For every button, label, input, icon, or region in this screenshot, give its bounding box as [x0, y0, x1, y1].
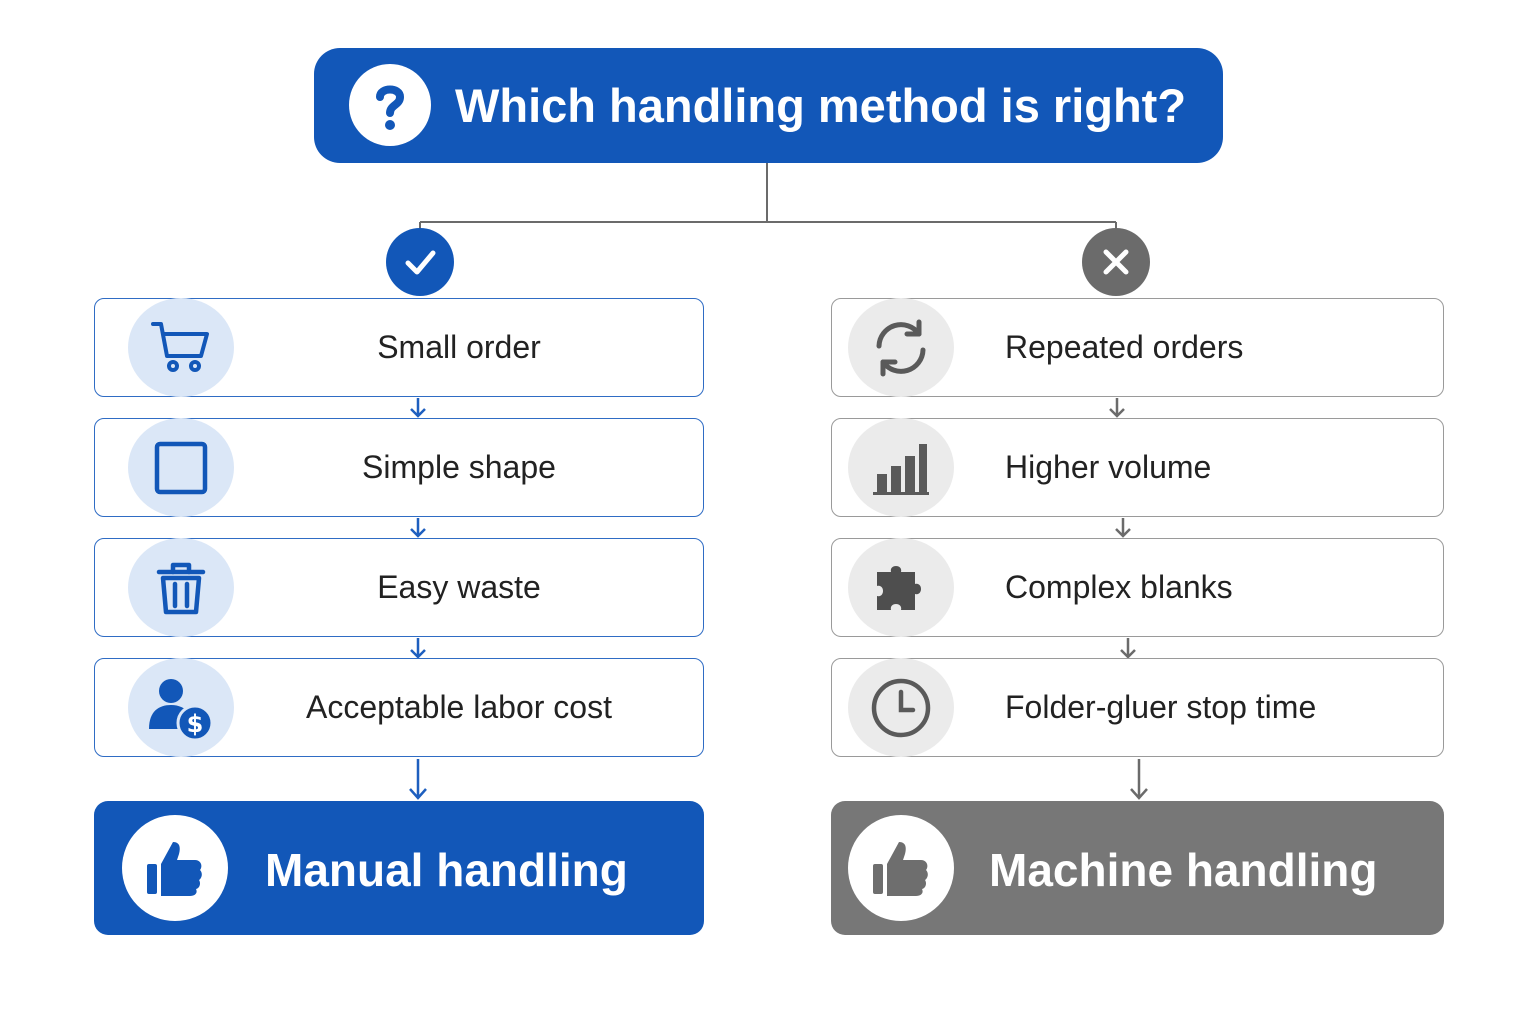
- criterion-simple-shape: Simple shape: [94, 418, 704, 517]
- thumbs-up-icon: [848, 815, 954, 921]
- thumbs-up-icon: [122, 815, 228, 921]
- refresh-icon: [848, 298, 954, 397]
- puzzle-icon: [848, 538, 954, 637]
- bar-chart-icon: [848, 418, 954, 517]
- result-manual-handling: Manual handling: [94, 801, 704, 935]
- square-icon: [128, 418, 234, 517]
- shopping-cart-icon: [128, 298, 234, 397]
- criterion-folder-gluer-stop-time: Folder-gluer stop time: [831, 658, 1444, 757]
- arrow-down-icon: [1109, 398, 1125, 418]
- trash-icon: [128, 538, 234, 637]
- criterion-label: Folder-gluer stop time: [1005, 689, 1317, 725]
- arrow-down-icon: [410, 638, 426, 659]
- criterion-label: Small order: [377, 329, 541, 365]
- criterion-label: Complex blanks: [1005, 569, 1233, 605]
- arrow-down-icon: [410, 398, 426, 418]
- criterion-complex-blanks: Complex blanks: [831, 538, 1444, 637]
- criterion-label: Higher volume: [1005, 449, 1212, 485]
- clock-icon: [848, 658, 954, 757]
- criterion-easy-waste: Easy waste: [94, 538, 704, 637]
- criterion-label: Acceptable labor cost: [306, 689, 612, 725]
- arrow-down-icon: [409, 759, 427, 800]
- left-arrows: [409, 398, 427, 800]
- arrow-down-icon: [1120, 638, 1136, 659]
- question-icon: [349, 64, 431, 146]
- header-title: Which handling method is right?: [455, 79, 1187, 132]
- criterion-labor-cost: $ Acceptable labor cost: [94, 658, 704, 757]
- right-arrows: [1109, 398, 1148, 800]
- arrow-down-icon: [410, 518, 426, 538]
- close-icon: [1082, 228, 1150, 296]
- result-label: Machine handling: [989, 844, 1378, 896]
- result-machine-handling: Machine handling: [831, 801, 1444, 935]
- check-icon: [386, 228, 454, 296]
- criterion-label: Repeated orders: [1005, 329, 1244, 365]
- result-label: Manual handling: [265, 844, 628, 896]
- svg-text:$: $: [187, 710, 204, 738]
- criterion-small-order: Small order: [94, 298, 704, 397]
- criterion-repeated-orders: Repeated orders: [831, 298, 1444, 397]
- criterion-label: Simple shape: [362, 449, 556, 485]
- criterion-label: Easy waste: [377, 569, 541, 605]
- question-header: Which handling method is right?: [314, 48, 1223, 163]
- person-dollar-icon: $: [128, 658, 234, 757]
- arrow-down-icon: [1115, 518, 1131, 538]
- criterion-higher-volume: Higher volume: [831, 418, 1444, 517]
- arrow-down-icon: [1130, 759, 1148, 800]
